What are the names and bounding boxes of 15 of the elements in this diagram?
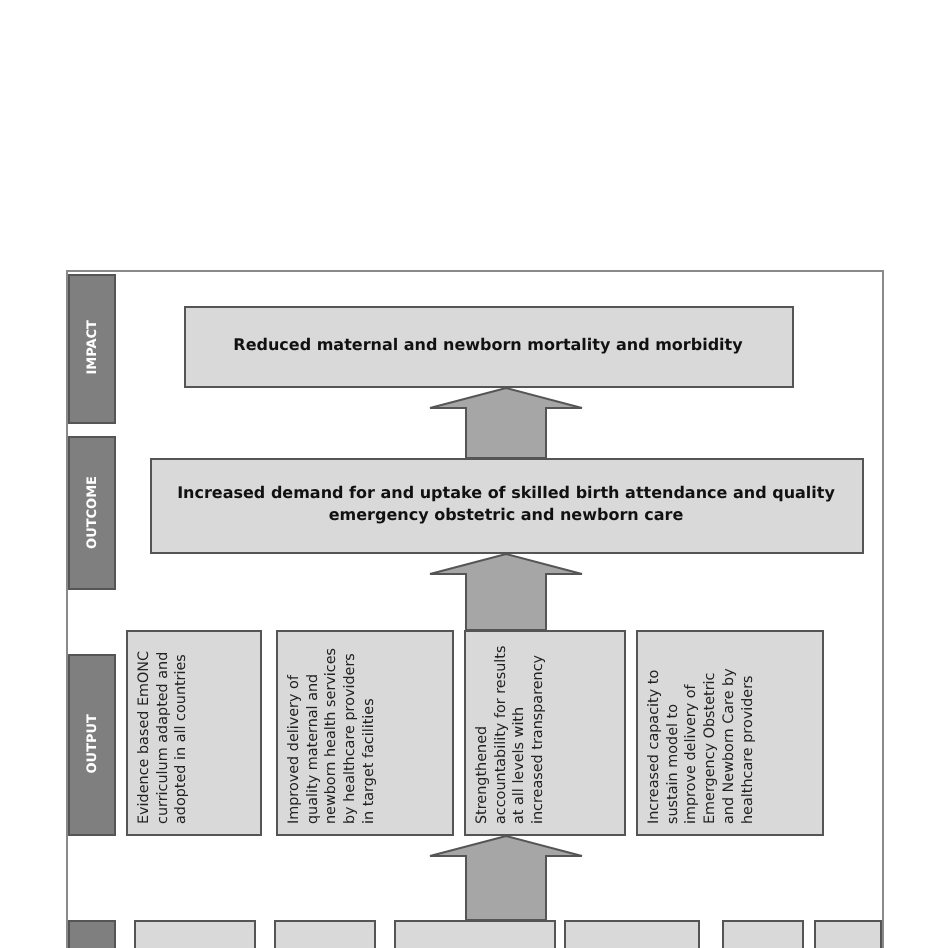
output-box: [635, 629, 823, 835]
block-arrow: [429, 552, 583, 631]
box-text: Reduced maternal and newborn mortality and morbidity: [231, 335, 745, 357]
box-text: Increased demand for and uptake of skilled birth attendance and quality emergency obstetric and newborn care: [175, 483, 837, 527]
result-box: [149, 457, 863, 553]
output-box: [275, 629, 453, 835]
block-arrow: [429, 834, 583, 921]
output-box: [463, 629, 625, 835]
level-bar: [67, 435, 115, 589]
level-bar: [67, 653, 115, 835]
frame-border: [66, 270, 884, 948]
result-box: [183, 305, 793, 387]
block-arrow: [429, 386, 583, 459]
output-box: [125, 629, 261, 835]
level-bar: [67, 273, 115, 423]
